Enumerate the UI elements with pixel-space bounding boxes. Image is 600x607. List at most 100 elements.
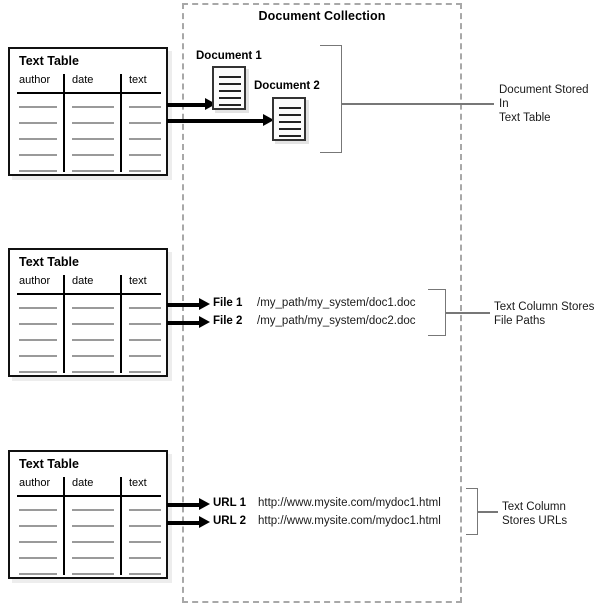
table-row [72, 323, 114, 325]
url-1-value: http://www.mysite.com/mydoc1.html [258, 497, 441, 509]
table-row [19, 525, 57, 527]
text-table-documents: Text Table author date text [8, 47, 168, 176]
document-2-icon [272, 97, 306, 141]
table-row [129, 323, 161, 325]
table-row [19, 106, 57, 108]
arrow-to-file-2-head [199, 316, 210, 328]
text-table-title: Text Table [19, 457, 79, 471]
column-header-text: text [129, 275, 147, 287]
column-header-text: text [129, 74, 147, 86]
text-table-header-row: author date text [10, 275, 166, 292]
table-row [19, 557, 57, 559]
document-text-line [219, 76, 241, 78]
table-row [72, 339, 114, 341]
table-row [19, 154, 57, 156]
file-2-path: /my_path/my_system/doc2.doc [257, 315, 416, 327]
document-text-line [219, 90, 241, 92]
file-2-key: File 2 [213, 315, 243, 327]
callout-text-column-stores-urls: Text Column Stores URLs [502, 501, 568, 527]
arrow-to-file-1 [167, 303, 201, 307]
document-text-line [279, 128, 301, 130]
table-row [129, 170, 161, 172]
column-divider [120, 477, 122, 575]
table-row [19, 355, 57, 357]
callout-text-column-stores-file-paths: Text Column Stores File Paths [494, 301, 595, 327]
document-text-line [279, 121, 301, 123]
table-row [72, 138, 114, 140]
table-row [129, 371, 161, 373]
leader-line-file-paths [446, 312, 490, 314]
arrow-to-document-1 [167, 103, 207, 107]
column-header-author: author [19, 275, 51, 287]
table-row [19, 573, 57, 575]
bracket-urls [466, 488, 478, 535]
column-header-date: date [72, 74, 94, 86]
column-header-date: date [72, 477, 94, 489]
table-row [129, 509, 161, 511]
document-text-line [279, 107, 301, 109]
table-row [72, 307, 114, 309]
callout-document-stored-in-text-table: Document Stored In Text Table [499, 84, 589, 124]
table-row [19, 170, 57, 172]
arrow-to-url-1 [167, 503, 201, 507]
table-row [129, 106, 161, 108]
leader-line-documents [342, 103, 494, 105]
table-row [129, 339, 161, 341]
table-row [129, 154, 161, 156]
arrow-to-file-2 [167, 321, 201, 325]
arrow-to-url-2-head [199, 516, 210, 528]
header-rule [17, 92, 161, 94]
arrow-to-document-1-head [205, 98, 216, 110]
table-row [19, 339, 57, 341]
table-row [19, 307, 57, 309]
table-row [129, 573, 161, 575]
bracket-file-paths [428, 289, 446, 336]
column-header-date: date [72, 275, 94, 287]
header-rule [17, 293, 161, 295]
arrow-to-url-2 [167, 521, 201, 525]
table-row [72, 170, 114, 172]
column-header-text: text [129, 477, 147, 489]
table-row [72, 525, 114, 527]
table-row [19, 509, 57, 511]
table-row [72, 557, 114, 559]
column-divider [63, 74, 65, 172]
column-header-author: author [19, 74, 51, 86]
text-table-title: Text Table [19, 54, 79, 68]
url-2-value: http://www.mysite.com/mydoc1.html [258, 515, 441, 527]
text-table-title: Text Table [19, 255, 79, 269]
table-row [129, 307, 161, 309]
column-divider [63, 477, 65, 575]
document-text-line [219, 83, 241, 85]
table-row [72, 509, 114, 511]
table-row [129, 355, 161, 357]
table-row [19, 122, 57, 124]
document-text-line [279, 135, 301, 137]
text-table-header-row: author date text [10, 477, 166, 494]
table-row [72, 541, 114, 543]
document-text-line [219, 104, 241, 106]
table-row [19, 371, 57, 373]
document-collection-title: Document Collection [258, 9, 386, 23]
text-table-header-row: author date text [10, 74, 166, 91]
table-row [129, 525, 161, 527]
document-2-label: Document 2 [254, 80, 320, 92]
column-divider [120, 275, 122, 373]
table-row [129, 138, 161, 140]
table-row [72, 106, 114, 108]
leader-line-urls [478, 511, 498, 513]
table-row [19, 541, 57, 543]
table-row [129, 122, 161, 124]
url-2-key: URL 2 [213, 515, 247, 527]
document-text-line [219, 97, 241, 99]
document-1-icon [212, 66, 246, 110]
bracket-documents [320, 45, 342, 153]
arrow-to-document-2-head [263, 114, 274, 126]
arrow-to-document-2 [167, 119, 265, 123]
table-row [129, 541, 161, 543]
table-row [72, 122, 114, 124]
column-divider [120, 74, 122, 172]
url-1-key: URL 1 [213, 497, 247, 509]
column-divider [63, 275, 65, 373]
